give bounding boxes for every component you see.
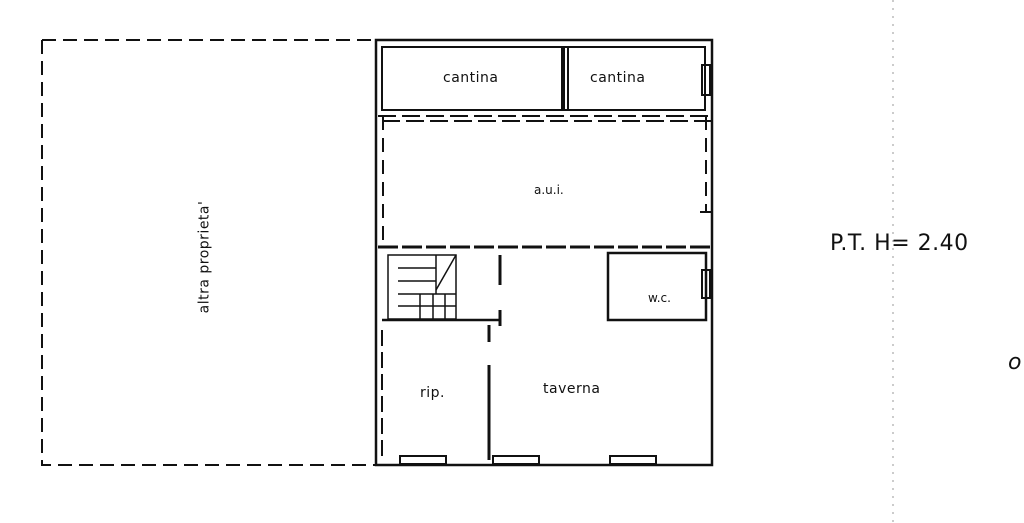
window-bottom-1 <box>399 455 447 465</box>
cellar-dashed-band <box>378 115 712 122</box>
cellar-block-wall <box>381 46 706 111</box>
window-bottom-2 <box>492 455 540 465</box>
wc-walls <box>606 251 708 322</box>
cellar-2-label: cantina <box>590 70 646 86</box>
level-info: P.T. H= 2.40 <box>830 231 969 256</box>
aui-dashed-sides <box>382 116 707 245</box>
building-outer-wall <box>374 38 714 467</box>
cellar-1-label: cantina <box>443 70 499 86</box>
adjacent-property-outline <box>41 39 376 466</box>
tavern-label: taverna <box>543 381 601 397</box>
edge-letter: o <box>1008 350 1022 375</box>
window-bottom-3 <box>609 455 657 465</box>
storage-label: rip. <box>420 385 445 401</box>
staircase <box>387 254 457 320</box>
wc-label: w.c. <box>648 291 671 305</box>
common-area-label: a.u.i. <box>534 183 564 197</box>
adjacent-property-label: altra proprieta' <box>196 200 213 314</box>
